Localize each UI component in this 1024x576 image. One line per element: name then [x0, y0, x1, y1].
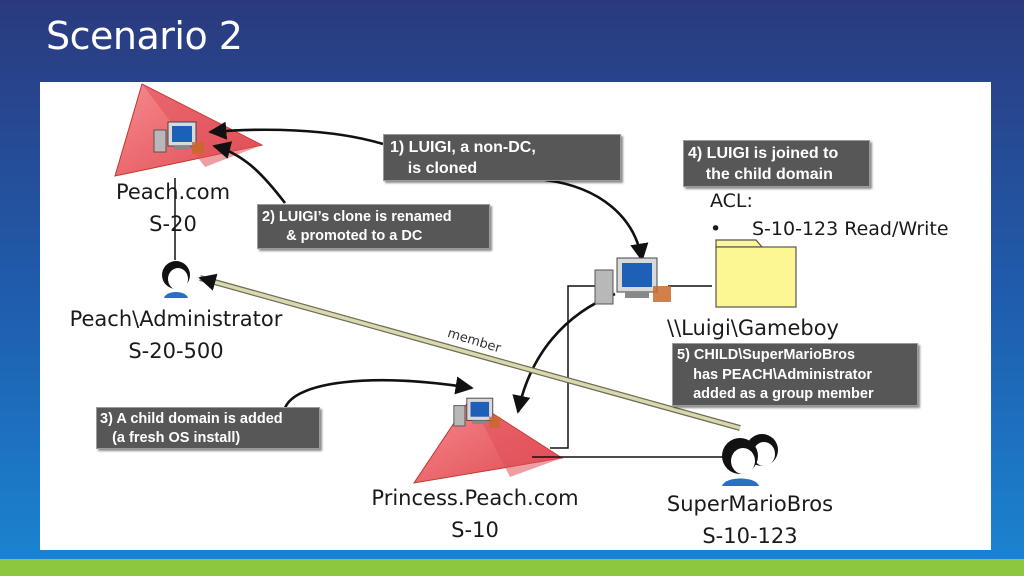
callout-step-5: 5) CHILD\SuperMarioBros has PEACH\Admini… [672, 343, 918, 406]
connector-lines [174, 178, 730, 458]
group-icon [722, 434, 778, 486]
princess-computer-icon [453, 397, 501, 428]
peach-domain-label: Peach.com [115, 180, 231, 204]
member-arrow [198, 273, 741, 431]
administrator-sid-label: S-20-500 [128, 339, 224, 363]
callout-step-4: 4) LUIGI is joined to the child domain [683, 140, 870, 187]
acl-bullet: • [710, 218, 722, 240]
slide-title: Scenario 2 [46, 14, 243, 58]
callout-step-3: 3) A child domain is added (a fresh OS i… [96, 407, 320, 449]
acl-heading: ACL: [710, 190, 753, 212]
group-name-label: SuperMarioBros [666, 492, 834, 516]
diagram-panel: Peach.com S-20 Peach\Administrator S-20-… [40, 82, 991, 550]
callout-step-2: 2) LUIGI’s clone is renamed & promoted t… [257, 204, 490, 249]
princess-sid-label: S-10 [451, 518, 499, 542]
group-sid-label: S-10-123 [702, 524, 798, 548]
peach-sid-label: S-20 [149, 212, 197, 236]
peach-computer-icon [153, 121, 204, 154]
princess-domain-label: Princess.Peach.com [371, 486, 579, 510]
administrator-user-icon [162, 261, 190, 298]
acl-entry: S-10-123 Read/Write [752, 218, 949, 240]
callout-step-1: 1) LUIGI, a non-DC, is cloned [383, 134, 621, 181]
luigi-share-label: \\Luigi\Gameboy [667, 316, 839, 340]
accent-bar [0, 559, 1024, 576]
administrator-label: Peach\Administrator [69, 307, 283, 331]
folder-icon [715, 239, 797, 308]
luigi-computer-icon [594, 257, 671, 305]
